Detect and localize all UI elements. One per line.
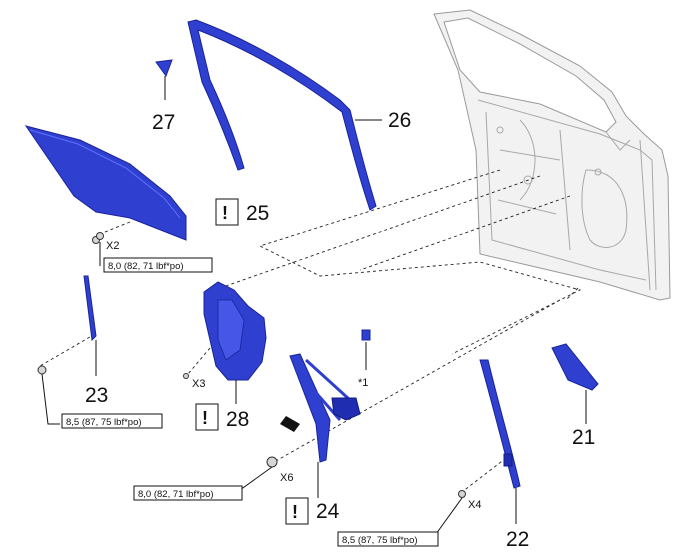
part-21-corner-cover <box>551 343 599 424</box>
part-28-hole-cover <box>183 281 267 381</box>
part-26-glass-run <box>187 19 382 211</box>
callout-25: 25 <box>246 202 269 225</box>
caution-box-24: ! <box>285 497 309 525</box>
callout-28: 28 <box>226 408 249 431</box>
qty-x3: X3 <box>192 378 205 390</box>
callout-26: 26 <box>388 109 411 132</box>
assembly-lines <box>39 169 582 493</box>
caution-box-25: ! <box>215 198 239 226</box>
callout-21: 21 <box>572 426 595 449</box>
caution-box-28: ! <box>195 403 219 431</box>
callout-24: 24 <box>316 500 340 523</box>
torque-box-glass: 8,0 (82, 71 lbf*po) <box>99 242 213 273</box>
part-23-front-lower-frame <box>37 275 97 425</box>
callout-27: 27 <box>152 111 175 134</box>
front-door-panel <box>433 9 671 301</box>
callout-22: 22 <box>506 528 529 551</box>
note-star1: *1 <box>358 377 368 389</box>
svg-text:!: ! <box>202 408 208 428</box>
svg-text:8,5 (87, 75 lbf*po): 8,5 (87, 75 lbf*po) <box>342 535 418 546</box>
torque-box-24: 8,0 (82, 71 lbf*po) <box>133 466 273 501</box>
qty-x4: X4 <box>468 499 481 511</box>
arrow-indicator-icon <box>280 416 300 432</box>
svg-text:!: ! <box>292 502 298 522</box>
clip-star1 <box>361 329 371 370</box>
svg-text:!: ! <box>222 203 228 223</box>
qty-x6: X6 <box>280 472 293 484</box>
part-22-rear-lower-frame <box>435 359 521 535</box>
part-27-triangle-cover <box>155 59 173 100</box>
callout-23: 23 <box>85 384 108 407</box>
svg-text:8,0 (82, 71 lbf*po): 8,0 (82, 71 lbf*po) <box>108 261 184 272</box>
torque-box-22: 8,5 (87, 75 lbf*po) <box>337 531 439 547</box>
torque-box-23: 8,5 (87, 75 lbf*po) <box>61 413 163 429</box>
qty-x2: X2 <box>106 240 119 252</box>
svg-text:8,0 (82, 71 lbf*po): 8,0 (82, 71 lbf*po) <box>138 489 214 500</box>
part-24-window-regulator <box>266 353 361 498</box>
part-25-door-glass <box>24 125 187 244</box>
svg-text:8,5 (87, 75 lbf*po): 8,5 (87, 75 lbf*po) <box>66 417 142 428</box>
